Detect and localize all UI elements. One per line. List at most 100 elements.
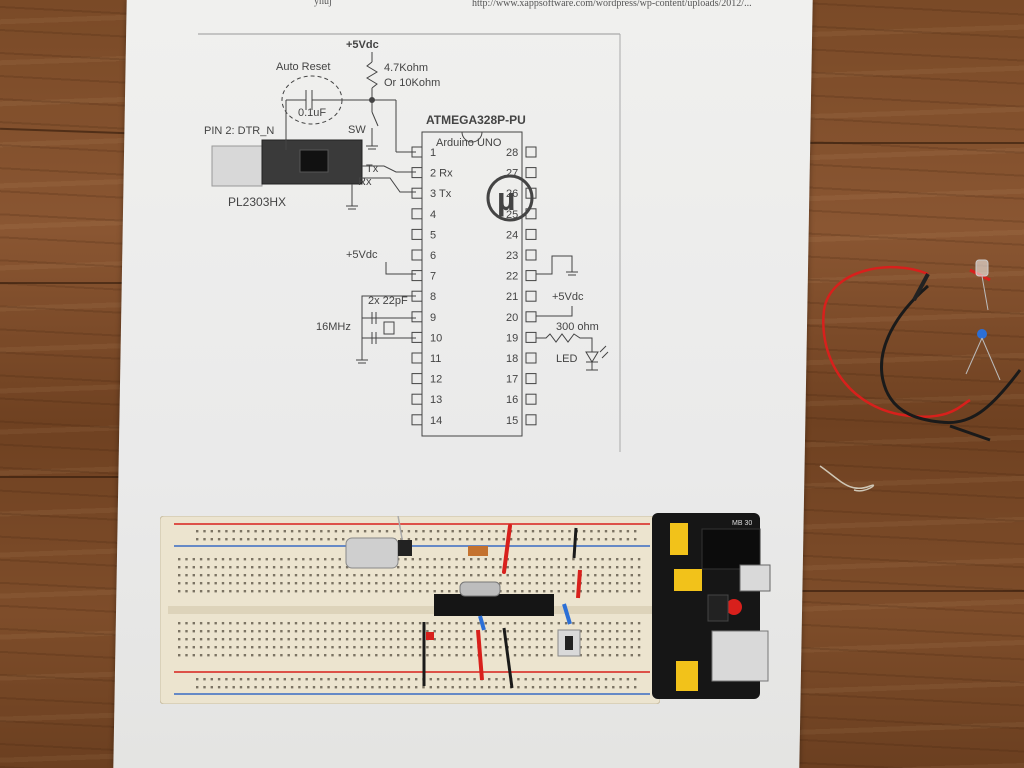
breadboard-hole <box>466 678 469 681</box>
breadboard-hole <box>506 590 509 593</box>
breadboard-hole <box>436 530 440 533</box>
breadboard-hole <box>630 638 633 641</box>
breadboard-hole <box>448 582 451 585</box>
breadboard-hole <box>568 530 571 533</box>
breadboard-hole <box>458 686 462 689</box>
led-clear <box>975 259 989 277</box>
breadboard-hole <box>353 630 356 633</box>
breadboard-hole <box>258 558 261 561</box>
breadboard-hole <box>586 566 590 569</box>
breadboard-hole <box>316 622 320 625</box>
breadboard-hole <box>345 622 349 625</box>
breadboard-hole <box>411 654 414 657</box>
breadboard-hole <box>594 638 597 641</box>
loose-wire-red <box>822 266 971 418</box>
breadboard-hole <box>316 566 320 569</box>
breadboard-hole <box>521 566 524 569</box>
breadboard-hole <box>280 646 283 649</box>
breadboard-hole <box>528 574 531 577</box>
breadboard-hole <box>433 646 436 649</box>
breadboard-hole <box>400 530 403 533</box>
breadboard-hole <box>258 646 261 649</box>
breadboard-hole <box>418 622 422 625</box>
breadboard-hole <box>363 678 367 681</box>
breadboard-hole <box>236 622 239 625</box>
breadboard-hole <box>404 590 407 593</box>
breadboard-hole <box>294 654 298 657</box>
breadboard-hole <box>594 558 597 561</box>
breadboard-hole <box>411 574 414 577</box>
psu-label: MB 30 <box>732 520 752 527</box>
switch-block <box>707 594 729 622</box>
wood-plank-seam <box>0 476 130 478</box>
breadboard-hole <box>626 678 630 681</box>
breadboard-hole <box>287 622 290 625</box>
header-url: http://www.xappsoftware.com/wordpress/wp… <box>472 0 752 9</box>
breadboard-hole <box>484 646 487 649</box>
breadboard-hole <box>458 538 462 541</box>
breadboard-hole <box>470 630 473 633</box>
breadboard-hole <box>637 566 641 569</box>
breadboard-hole <box>236 646 239 649</box>
breadboard-hole <box>404 638 407 641</box>
breadboard-hole <box>553 678 557 681</box>
breadboard-hole <box>214 590 217 593</box>
pin-pad <box>411 167 423 179</box>
breadboard-hole <box>342 530 345 533</box>
breadboard-hole <box>455 654 458 657</box>
breadboard-hole <box>178 582 181 585</box>
breadboard-hole <box>616 574 619 577</box>
pin-pad <box>525 146 537 158</box>
right-pin-number: 23 <box>506 250 518 262</box>
breadboard-hole <box>572 566 575 569</box>
breadboard-hole <box>517 686 520 689</box>
breadboard-hole <box>499 654 502 657</box>
crystal-freq-label: 16MHz <box>316 321 351 333</box>
breadboard-hole <box>367 574 371 577</box>
breadboard-hole <box>543 582 546 585</box>
breadboard-hole <box>466 686 469 689</box>
breadboard-hole <box>302 638 305 641</box>
auto-reset-label: Auto Reset <box>276 61 330 73</box>
breadboard-hole <box>630 574 633 577</box>
crystal-16mhz <box>459 581 501 597</box>
breadboard-hole <box>254 686 257 689</box>
breadboard-hole <box>407 678 411 681</box>
breadboard-hole <box>568 678 571 681</box>
breadboard-hole <box>236 630 239 633</box>
breadboard-hole <box>568 686 571 689</box>
breadboard-hole <box>557 566 560 569</box>
breadboard-hole <box>397 566 400 569</box>
breadboard-hole <box>451 538 454 541</box>
breadboard-hole <box>316 638 320 641</box>
breadboard-hole <box>265 574 268 577</box>
breadboard-hole <box>382 582 385 585</box>
breadboard-hole <box>634 530 637 533</box>
breadboard-hole <box>217 678 221 681</box>
breadboard-hole <box>616 630 619 633</box>
breadboard-hole <box>564 590 568 593</box>
breadboard-hole <box>543 638 546 641</box>
breadboard-hole <box>287 654 290 657</box>
breadboard-hole <box>324 638 327 641</box>
breadboard-hole <box>586 574 590 577</box>
breadboard-hole <box>265 622 268 625</box>
breadboard-hole <box>294 582 298 585</box>
breadboard-hole <box>280 574 283 577</box>
breadboard-hole <box>360 638 363 641</box>
breadboard-hole <box>239 686 243 689</box>
breadboard-hole <box>550 630 553 633</box>
pin-pad <box>411 249 423 261</box>
breadboard-hole <box>528 558 531 561</box>
breadboard-hole <box>338 638 341 641</box>
breadboard-hole <box>331 646 334 649</box>
breadboard-hole <box>389 622 393 625</box>
breadboard-hole <box>495 678 498 681</box>
loose-wire-black <box>880 284 1022 425</box>
breadboard-hole <box>265 558 268 561</box>
breadboard-hole <box>199 654 203 657</box>
breadboard-hole <box>637 558 641 561</box>
dc-barrel-jack <box>701 528 761 570</box>
breadboard-hole <box>345 630 349 633</box>
breadboard-hole <box>594 654 597 657</box>
